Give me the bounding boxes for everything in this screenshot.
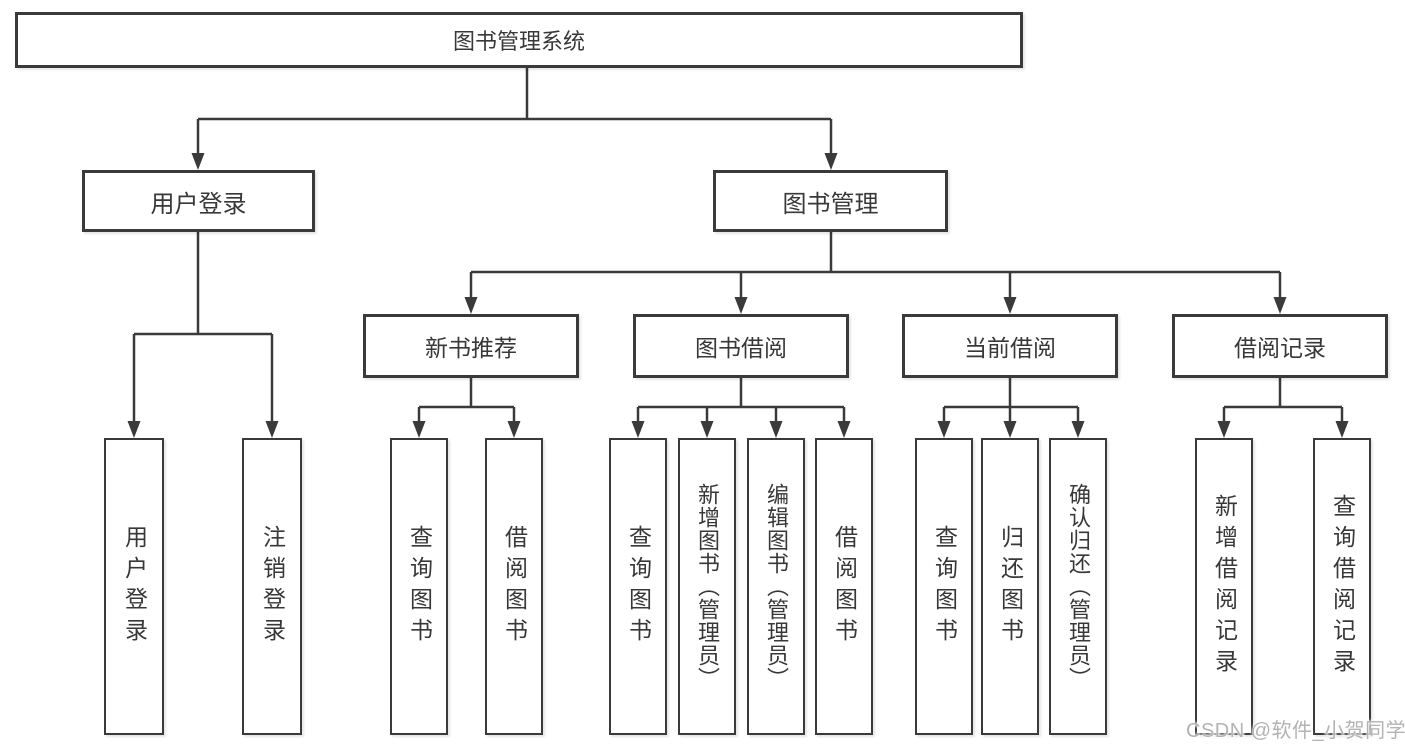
leaf-nb-borrow-books: 借阅图书 bbox=[485, 438, 543, 735]
node-current-borrow: 当前借阅 bbox=[902, 314, 1118, 378]
node-new-books: 新书推荐 bbox=[363, 314, 579, 378]
leaf-nb-query-books: 查询图书 bbox=[390, 438, 448, 735]
leaf-cb-return-books-label: 归还图书 bbox=[997, 524, 1024, 649]
leaf-bb-query-books: 查询图书 bbox=[609, 438, 667, 735]
node-borrow-records-label: 借阅记录 bbox=[1234, 335, 1326, 361]
connector-newbooks-children bbox=[412, 378, 521, 438]
node-user-login-label: 用户登录 bbox=[150, 190, 247, 218]
leaf-br-query-record: 查询借阅记录 bbox=[1313, 438, 1371, 735]
node-new-books-label: 新书推荐 bbox=[425, 335, 517, 361]
leaf-nb-borrow-books-label: 借阅图书 bbox=[501, 524, 528, 649]
leaf-logout-label: 注销登录 bbox=[259, 524, 286, 649]
leaf-cb-return-books: 归还图书 bbox=[981, 438, 1039, 735]
node-book-borrow: 图书借阅 bbox=[633, 314, 849, 378]
leaf-bb-edit-books-admin: 编辑图书（管理员） bbox=[747, 438, 805, 735]
leaf-bb-borrow-books-label: 借阅图书 bbox=[831, 524, 858, 649]
leaf-cb-query-books: 查询图书 bbox=[915, 438, 973, 735]
node-book-mgmt: 图书管理 bbox=[713, 170, 948, 232]
leaf-bb-add-books-admin: 新增图书（管理员） bbox=[678, 438, 736, 735]
leaf-cb-confirm-return-admin: 确认归还（管理员） bbox=[1049, 438, 1107, 735]
leaf-user-login: 用户登录 bbox=[104, 438, 164, 735]
node-current-borrow-label: 当前借阅 bbox=[964, 335, 1056, 361]
leaf-nb-query-books-label: 查询图书 bbox=[406, 524, 433, 649]
connector-records-children bbox=[1217, 378, 1349, 438]
node-book-mgmt-label: 图书管理 bbox=[782, 190, 879, 218]
connector-currentborrow-children bbox=[937, 378, 1085, 438]
root-box: 图书管理系统 bbox=[15, 12, 1023, 68]
connector-bookmgmt-to-level3 bbox=[464, 232, 1287, 314]
leaf-logout: 注销登录 bbox=[242, 438, 302, 735]
node-borrow-records: 借阅记录 bbox=[1172, 314, 1388, 378]
leaf-bb-borrow-books: 借阅图书 bbox=[815, 438, 873, 735]
connector-userlogin-children bbox=[127, 232, 279, 438]
leaf-cb-confirm-return-admin-label: 确认归还（管理员） bbox=[1066, 483, 1091, 690]
leaf-bb-query-books-label: 查询图书 bbox=[625, 524, 652, 649]
connector-bookborrow-children bbox=[631, 378, 851, 438]
watermark: CSDN @软件_小贺同学 bbox=[1186, 720, 1405, 742]
leaf-br-query-record-label: 查询借阅记录 bbox=[1329, 493, 1356, 680]
node-book-borrow-label: 图书借阅 bbox=[695, 335, 787, 361]
node-user-login: 用户登录 bbox=[82, 170, 315, 232]
leaf-bb-add-books-admin-label: 新增图书（管理员） bbox=[695, 483, 720, 690]
leaf-br-add-record: 新增借阅记录 bbox=[1195, 438, 1253, 735]
leaf-br-add-record-label: 新增借阅记录 bbox=[1211, 493, 1238, 680]
leaf-bb-edit-books-admin-label: 编辑图书（管理员） bbox=[764, 483, 789, 690]
leaf-cb-query-books-label: 查询图书 bbox=[931, 524, 958, 649]
leaf-user-login-label: 用户登录 bbox=[121, 524, 148, 649]
connector-root-to-level2 bbox=[191, 68, 838, 170]
root-label: 图书管理系统 bbox=[452, 29, 585, 54]
